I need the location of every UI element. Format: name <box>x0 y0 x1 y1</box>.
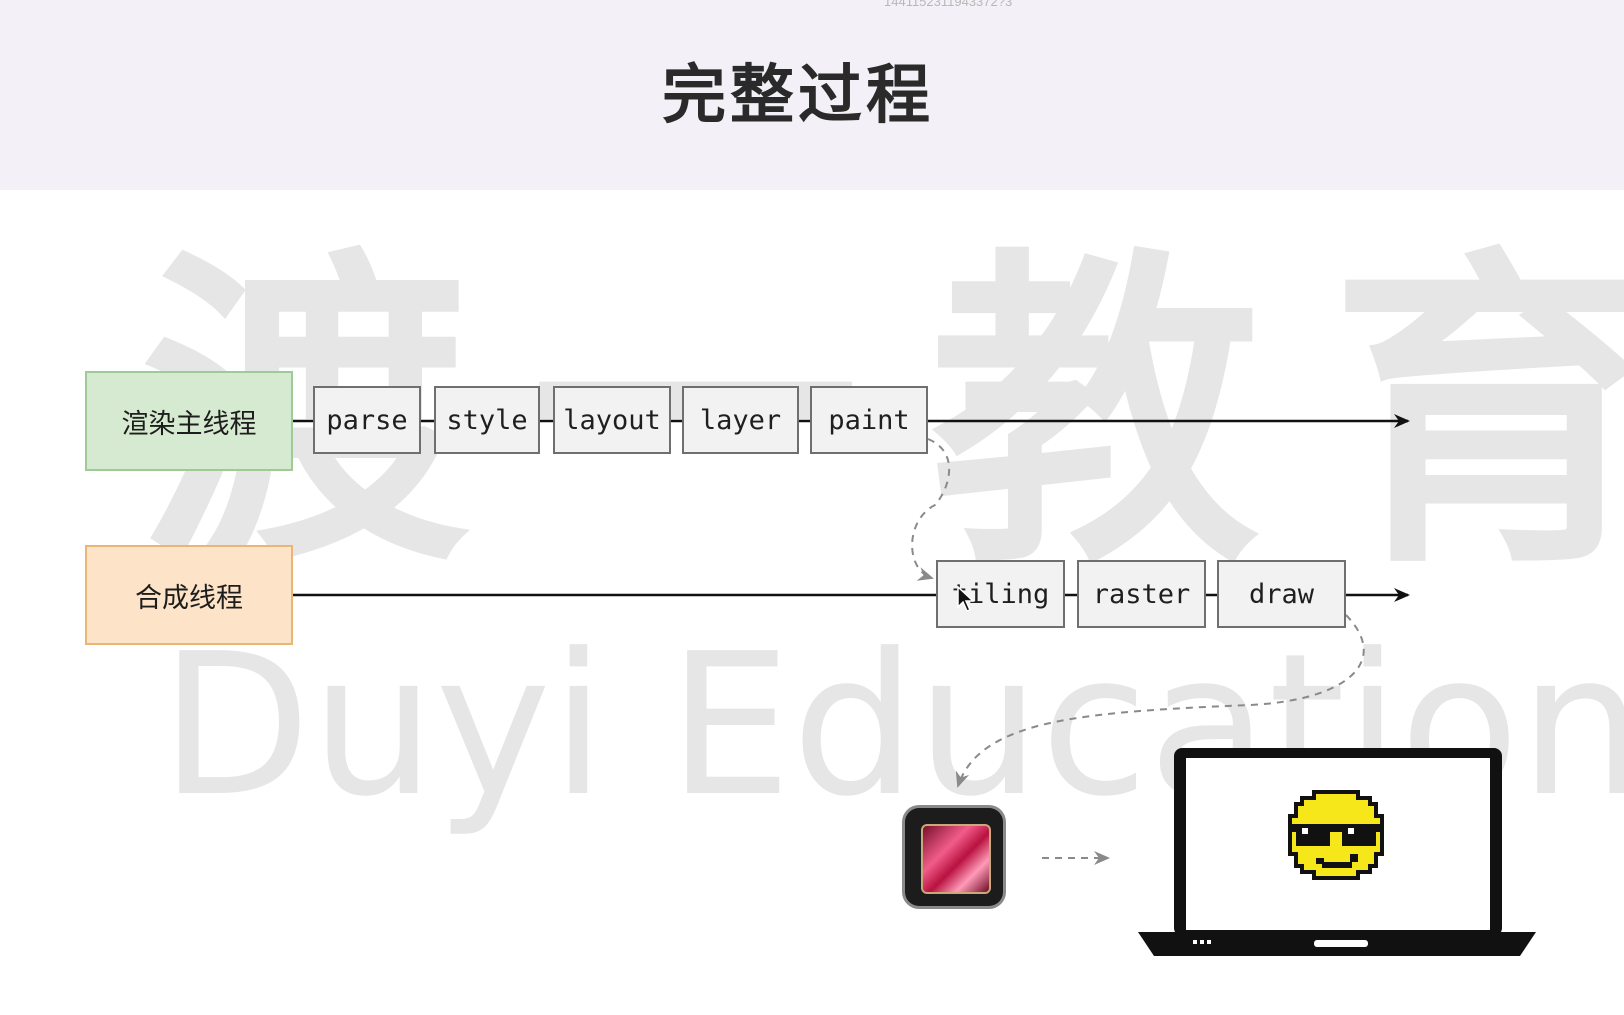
step-raster: raster <box>1077 560 1206 628</box>
gpu-chip-icon <box>905 808 1003 906</box>
step-layer: layer <box>682 386 799 454</box>
step-parse: parse <box>313 386 421 454</box>
pixel-smiley-sunglasses-icon <box>1288 790 1384 880</box>
step-tiling: tiling <box>936 560 1065 628</box>
slide-header: 1441152311943372?3 完整过程 <box>0 0 1624 190</box>
gpu-chip-core <box>921 824 991 894</box>
step-style: style <box>434 386 540 454</box>
step-paint: paint <box>810 386 928 454</box>
compositor-thread-label: 合成线程 <box>85 545 293 645</box>
render-main-thread-label: 渲染主线程 <box>85 371 293 471</box>
paint-to-tiling-dashed-arrow <box>911 438 951 581</box>
step-draw: draw <box>1217 560 1346 628</box>
step-layout: layout <box>553 386 671 454</box>
watermark-char-4: 育 <box>1330 223 1624 607</box>
watermark-char-3: 教 <box>930 223 1260 607</box>
slide-title: 完整过程 <box>662 59 934 133</box>
top-id-text: 1441152311943372?3 <box>884 0 1013 9</box>
laptop-icon <box>1138 748 1536 956</box>
mouse-cursor-icon <box>957 586 975 612</box>
